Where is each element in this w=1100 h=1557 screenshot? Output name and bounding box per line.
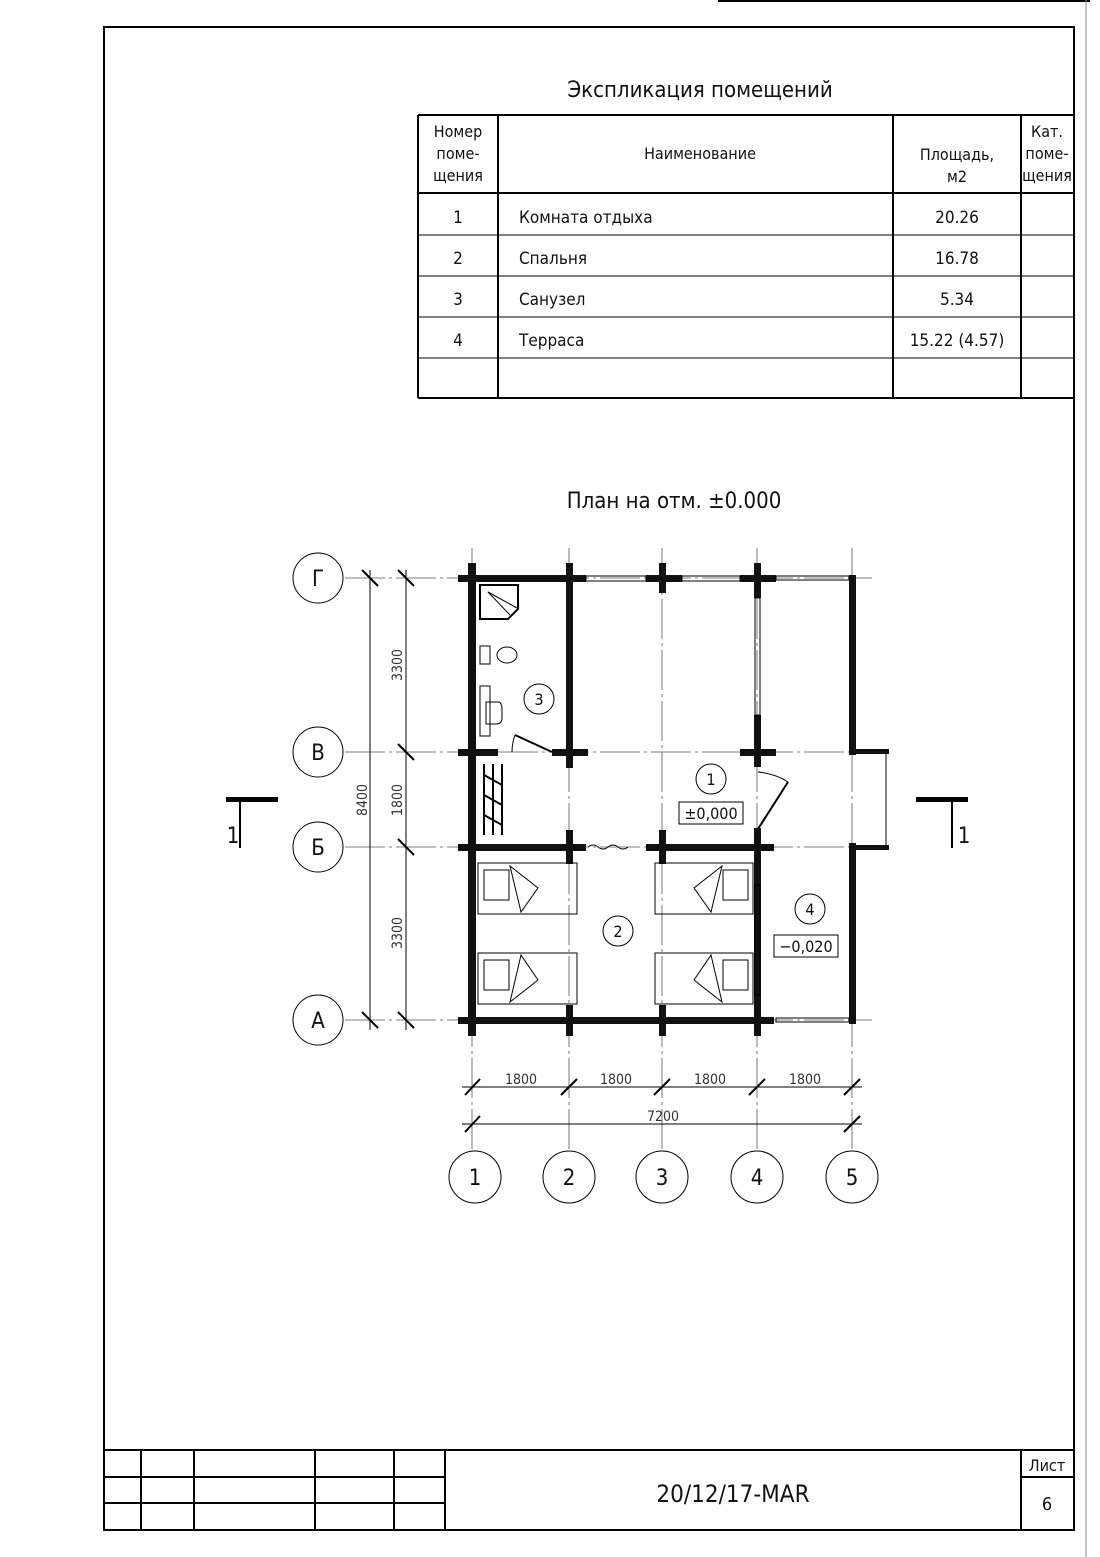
header-category: поме-	[1025, 144, 1068, 163]
table-row: 1 Комната отдыха 20.26	[453, 208, 979, 228]
axis-marker-row: Г	[292, 552, 344, 604]
axis-marker-col: 1	[448, 1150, 502, 1204]
dimension-label: 1800	[789, 1072, 821, 1088]
svg-text:1: 1	[227, 824, 240, 849]
section-mark-right: 1	[916, 797, 970, 849]
dimension-label: 1800	[600, 1072, 632, 1088]
svg-text:20.26: 20.26	[935, 208, 979, 228]
svg-text:Комната отдыха: Комната отдыха	[519, 208, 653, 228]
dimension-label: 3300	[390, 917, 406, 949]
dimension-label: 3300	[390, 649, 406, 681]
svg-text:15.22 (4.57): 15.22 (4.57)	[910, 331, 1005, 351]
svg-text:2: 2	[453, 249, 463, 269]
svg-text:Б: Б	[311, 836, 325, 861]
header-number: поме-	[436, 144, 479, 163]
room-label-4: 4 −0,020	[773, 893, 839, 958]
svg-text:5.34: 5.34	[940, 290, 974, 310]
room-label-1: 1 ±0,000	[678, 763, 744, 825]
svg-text:Терраса: Терраса	[518, 331, 584, 351]
room-label-3: 3	[523, 683, 555, 715]
table-row: 3 Санузел 5.34	[453, 290, 974, 310]
plan-title: План на отм. ±0.000	[567, 489, 782, 514]
svg-text:4: 4	[805, 900, 814, 919]
table-title: Экспликация помещений	[567, 78, 832, 103]
svg-text:4: 4	[751, 1166, 764, 1191]
axis-marker-col: 2	[542, 1150, 596, 1204]
svg-text:В: В	[311, 741, 325, 766]
svg-text:А: А	[311, 1009, 325, 1034]
sheet-number: 6	[1042, 1494, 1052, 1515]
axis-marker-col: 3	[635, 1150, 689, 1204]
dimension-label: 1800	[505, 1072, 537, 1088]
dimension-label: 1800	[694, 1072, 726, 1088]
svg-text:Санузел: Санузел	[519, 290, 585, 310]
table-row: 2 Спальня 16.78	[453, 249, 979, 269]
svg-text:16.78: 16.78	[935, 249, 979, 269]
floor-plan: План на отм. ±0.000 Г В Б А 1 2 3 4 5	[226, 489, 970, 1204]
header-category: Кат.	[1031, 122, 1063, 141]
svg-text:2: 2	[563, 1166, 576, 1191]
header-category: щения	[1022, 166, 1072, 185]
svg-text:2: 2	[613, 922, 622, 941]
bathroom-fixtures	[479, 584, 519, 835]
svg-text:1: 1	[958, 824, 971, 849]
svg-text:−0,020: −0,020	[779, 937, 832, 956]
svg-text:3: 3	[656, 1166, 669, 1191]
sheet-frame	[103, 26, 1075, 1531]
axis-marker-row: В	[292, 726, 344, 778]
header-area: Площадь,	[920, 145, 994, 164]
svg-text:5: 5	[846, 1166, 859, 1191]
axis-marker-col: 4	[730, 1150, 784, 1204]
dimension-label: 1800	[390, 784, 406, 816]
header-number: щения	[433, 166, 483, 185]
svg-text:3: 3	[453, 290, 463, 310]
horizontal-dimensions	[462, 1078, 862, 1133]
svg-text:±0,000: ±0,000	[684, 804, 737, 823]
room-schedule-table: Экспликация помещений Номер поме- щения …	[417, 78, 1074, 399]
svg-text:Г: Г	[312, 567, 324, 592]
svg-text:1: 1	[706, 770, 715, 789]
axis-marker-row: А	[292, 994, 344, 1046]
section-mark-left: 1	[226, 797, 278, 849]
dimension-label: 8400	[355, 784, 371, 816]
drawing-code: 20/12/17-MAR	[656, 1480, 809, 1508]
axis-marker-col: 5	[825, 1150, 879, 1204]
table-row: 4 Терраса 15.22 (4.57)	[453, 331, 1004, 351]
title-block: 20/12/17-MAR Лист 6	[104, 1449, 1074, 1530]
header-number: Номер	[434, 122, 483, 141]
room-label-2: 2	[602, 915, 634, 947]
axis-marker-row: Б	[292, 821, 344, 873]
header-name: Наименование	[644, 144, 756, 163]
dimension-label: 7200	[647, 1109, 679, 1125]
svg-text:1: 1	[469, 1166, 482, 1191]
svg-text:3: 3	[534, 690, 543, 709]
sheet-label: Лист	[1029, 1456, 1065, 1475]
header-area: м2	[947, 167, 967, 186]
svg-text:4: 4	[453, 331, 463, 351]
vertical-dimensions	[361, 569, 415, 1030]
svg-text:Спальня: Спальня	[519, 249, 587, 269]
beds	[477, 862, 754, 1005]
walls	[458, 563, 889, 1036]
svg-text:1: 1	[453, 208, 463, 228]
